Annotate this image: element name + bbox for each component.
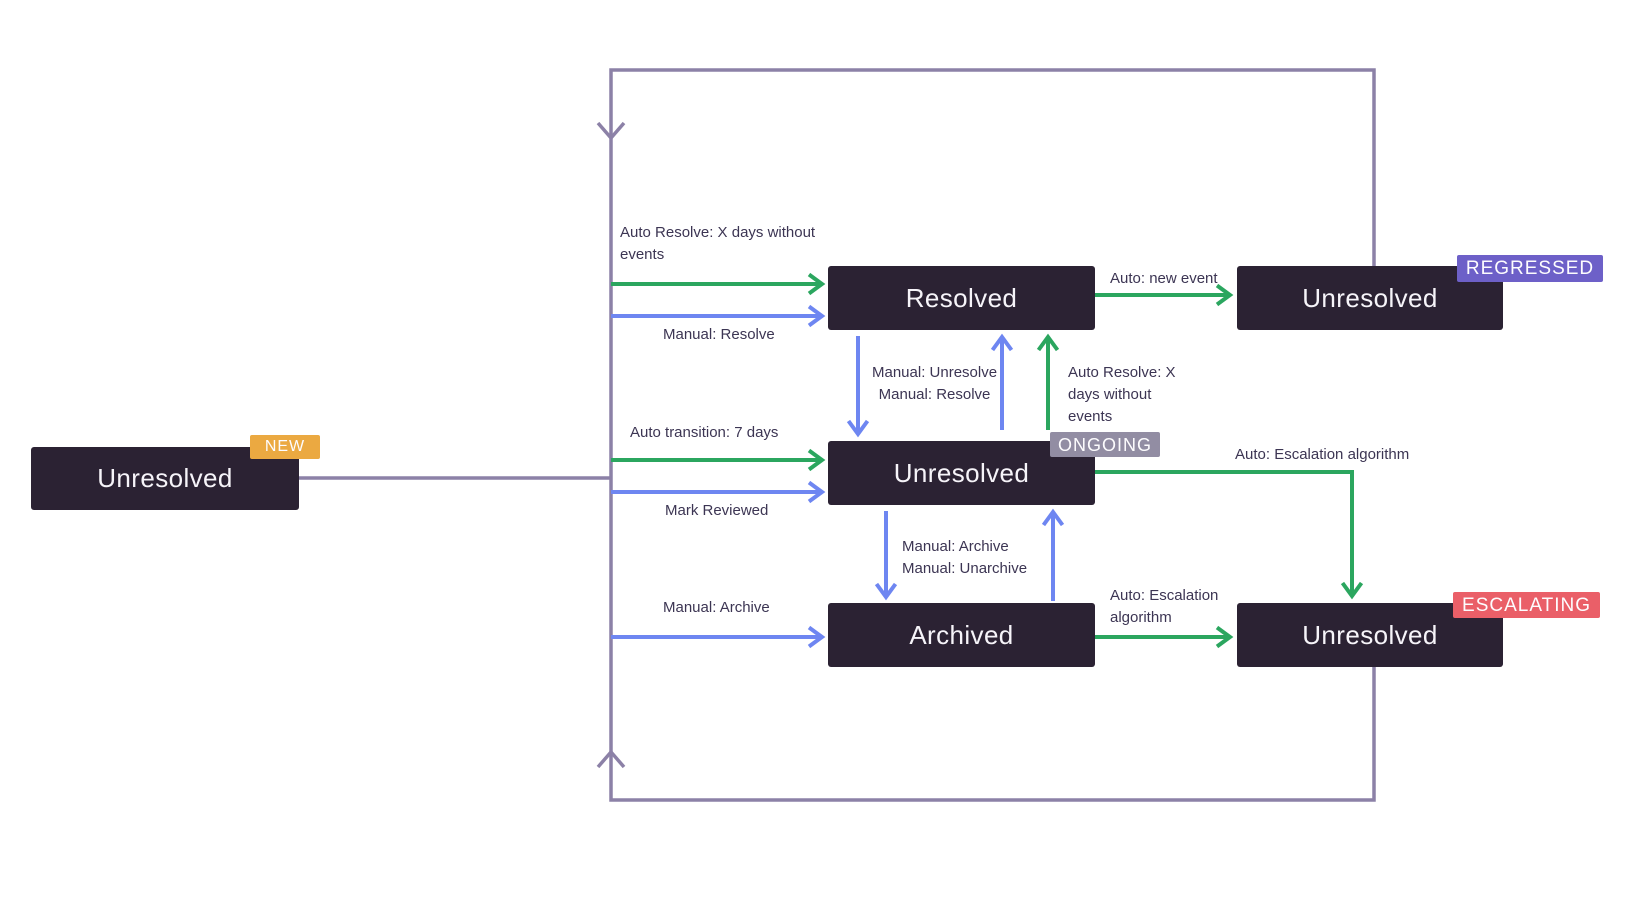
status-badge-ongoing: ONGOING <box>1050 432 1160 457</box>
flow-direction-up-chevron-icon <box>596 749 626 769</box>
label-auto-escalation-algorithm-top: Auto: Escalation algorithm <box>1235 446 1410 463</box>
state-node-label: Unresolved <box>1302 619 1438 650</box>
label-manual-resolve: Manual: Resolve <box>663 326 775 343</box>
status-badge-regressed: REGRESSED <box>1457 255 1603 282</box>
state-node-label: Archived <box>909 619 1014 650</box>
label-auto-new-event: Auto: new event <box>1110 270 1218 287</box>
state-node-resolved: Resolved <box>828 266 1095 330</box>
label-mark-reviewed: Mark Reviewed <box>665 502 769 519</box>
label-auto-resolve-3line: Auto Resolve: X days without events <box>1068 364 1176 425</box>
state-node-unresolved-new: Unresolved NEW <box>31 435 320 510</box>
state-node-label: Resolved <box>905 282 1018 313</box>
state-node-label: Unresolved <box>1302 282 1438 313</box>
edge-auto-escalation-from-ongoing <box>1095 470 1364 600</box>
label-manual-archive-unarchive: Manual: Archive Manual: Unarchive <box>902 538 1028 577</box>
label-auto-transition: Auto transition: 7 days <box>630 424 779 441</box>
state-node-unresolved-escalating: Unresolved ESCALATING <box>1237 592 1600 667</box>
state-node-unresolved-ongoing: Unresolved ONGOING <box>828 432 1160 505</box>
label-auto-resolve-days: Auto Resolve: X days without events <box>620 224 816 263</box>
status-badge-escalating: ESCALATING <box>1453 592 1600 618</box>
state-node-archived: Archived <box>828 603 1095 667</box>
edge-loop-return <box>609 68 1376 802</box>
label-manual-unresolve-resolve: Manual: Unresolve Manual: Resolve <box>872 364 998 403</box>
state-node-unresolved-regressed: Unresolved REGRESSED <box>1237 255 1603 330</box>
state-node-label: Unresolved <box>97 463 233 493</box>
state-node-label: Unresolved <box>893 457 1030 488</box>
label-manual-archive: Manual: Archive <box>663 599 770 616</box>
status-badge-new: NEW <box>250 435 320 459</box>
flow-direction-down-chevron-icon <box>596 121 626 141</box>
label-auto-escalation-algorithm-bottom: Auto: Escalation algorithm <box>1110 587 1219 626</box>
